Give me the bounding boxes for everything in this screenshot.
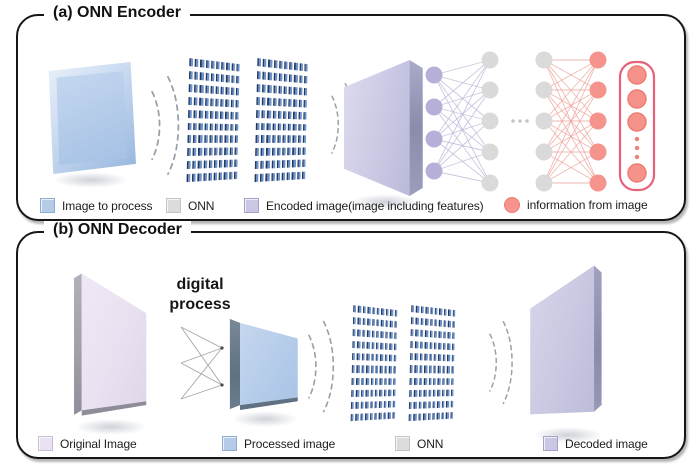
legend-item: information from image: [504, 197, 648, 213]
original-image-plate: [68, 269, 154, 435]
legend-swatch-processed-image: [222, 436, 237, 451]
legend-item: ONN: [395, 436, 443, 451]
legend-item: Processed image: [222, 436, 335, 451]
legend-item: Original Image: [38, 436, 137, 451]
plate-spine: [74, 273, 82, 415]
legend-item: Encoded image(image including features): [244, 198, 484, 213]
legend-item: ONN: [166, 198, 214, 213]
legend-label: Decoded image: [565, 436, 648, 451]
legend-label: Encoded image(image including features): [266, 198, 484, 213]
encoded-image-plate: [344, 60, 426, 210]
legend-label: Image to process: [62, 198, 153, 213]
onn-layer-grid: [186, 58, 240, 183]
plate-spine: [594, 265, 602, 412]
information-capsule: [618, 60, 656, 192]
panel-onn-encoder: (a) ONN Encoder: [16, 4, 686, 221]
legend-label: ONN: [417, 436, 444, 451]
legend-label: Original Image: [60, 436, 137, 451]
legend-swatch-encoded-image: [244, 198, 259, 213]
plate-face: [56, 71, 127, 165]
panel-a-title: (a) ONN Encoder: [44, 4, 191, 22]
wave-icon: [151, 76, 180, 175]
digital-process-network: [180, 326, 224, 400]
legend-label: information from image: [527, 198, 648, 212]
plate-spine: [409, 60, 423, 196]
onn-layer-grid: [350, 305, 398, 422]
legend-item: Decoded image: [543, 436, 648, 451]
legend-label: ONN: [188, 198, 215, 213]
legend-swatch-original-image: [38, 436, 53, 451]
processed-image-plate: [226, 315, 304, 427]
wave-icon: [489, 321, 513, 405]
decoded-image-plate: [526, 257, 610, 443]
legend-swatch-decoded-image: [543, 436, 558, 451]
onn-layer-grid: [254, 58, 308, 183]
onn-layer-grid: [408, 305, 456, 422]
legend-swatch-onn: [166, 198, 181, 213]
wave-icon: [308, 320, 335, 413]
image-to-process-plate: [46, 62, 136, 188]
panel-onn-decoder: (b) ONN Decoder digital process: [16, 221, 686, 459]
plate-spine: [229, 318, 241, 410]
legend-swatch-onn: [395, 436, 410, 451]
plate-face: [240, 322, 298, 406]
digital-process-label: digital process: [169, 276, 231, 313]
legend-swatch-information-circle: [504, 197, 520, 213]
legend-item: Image to process: [40, 198, 153, 213]
panel-b-title: (b) ONN Decoder: [44, 221, 191, 239]
legend-swatch-image-to-process: [40, 198, 55, 213]
encoder-neural-network: [425, 51, 656, 192]
legend-label: Processed image: [244, 436, 336, 451]
